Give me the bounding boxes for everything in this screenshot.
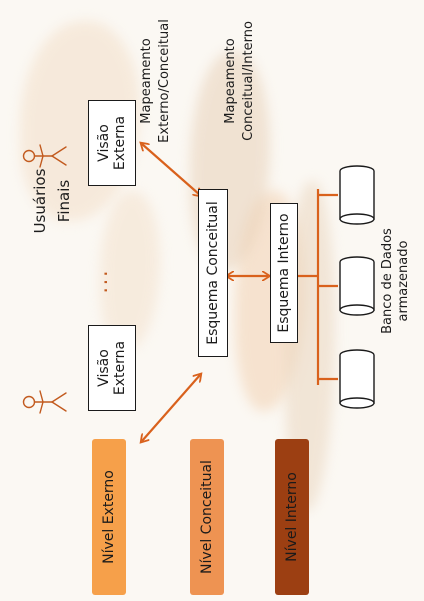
external-view-right-line2: Externa	[112, 115, 128, 171]
internal-schema-label: Esquema Interno	[276, 213, 292, 333]
mapping-external-conceptual-label: Mapeamento Externo/Conceitual	[138, 6, 174, 156]
external-view-box-right: Visão Externa	[88, 100, 136, 186]
mapping-ec-line1: Mapeamento	[139, 38, 154, 124]
external-view-right-line1: Visão	[96, 124, 112, 162]
mapping-ci-line2: Conceitual/Interno	[241, 21, 256, 141]
level-internal-badge: Nível Interno	[275, 439, 309, 595]
mapping-ci-line1: Mapeamento	[223, 38, 238, 124]
stored-database-line1: Banco de Dados	[380, 228, 395, 334]
arrow-external-right-to-conceptual	[142, 144, 200, 195]
database-cylinder-icon	[339, 256, 375, 316]
level-external-badge: Nível Externo	[92, 439, 126, 595]
arrow-external-left-to-conceptual	[142, 375, 200, 441]
level-conceptual-badge: Nível Conceitual	[190, 439, 224, 595]
database-cylinders	[339, 165, 375, 409]
external-view-left-line2: Externa	[112, 340, 128, 396]
level-external-label: Nível Externo	[101, 470, 117, 564]
internal-schema-box: Esquema Interno	[270, 203, 298, 343]
database-cylinder-icon	[339, 349, 375, 409]
conceptual-schema-label: Esquema Conceitual	[205, 201, 221, 345]
external-view-left-line1: Visão	[96, 349, 112, 387]
external-view-box-left: Visão Externa	[88, 325, 136, 411]
conceptual-schema-box: Esquema Conceitual	[198, 189, 228, 357]
stored-database-label: Banco de Dados armazenado	[380, 181, 412, 381]
level-internal-label: Nível Interno	[284, 472, 300, 562]
mapping-conceptual-internal-label: Mapeamento Conceitual/Interno	[222, 6, 258, 156]
user-icon	[22, 142, 68, 170]
level-conceptual-label: Nível Conceitual	[199, 460, 215, 574]
stored-database-line2: armazenado	[396, 240, 411, 322]
database-cylinder-icon	[339, 165, 375, 225]
mapping-ec-line2: Externo/Conceitual	[157, 19, 172, 143]
user-icon	[22, 388, 68, 416]
